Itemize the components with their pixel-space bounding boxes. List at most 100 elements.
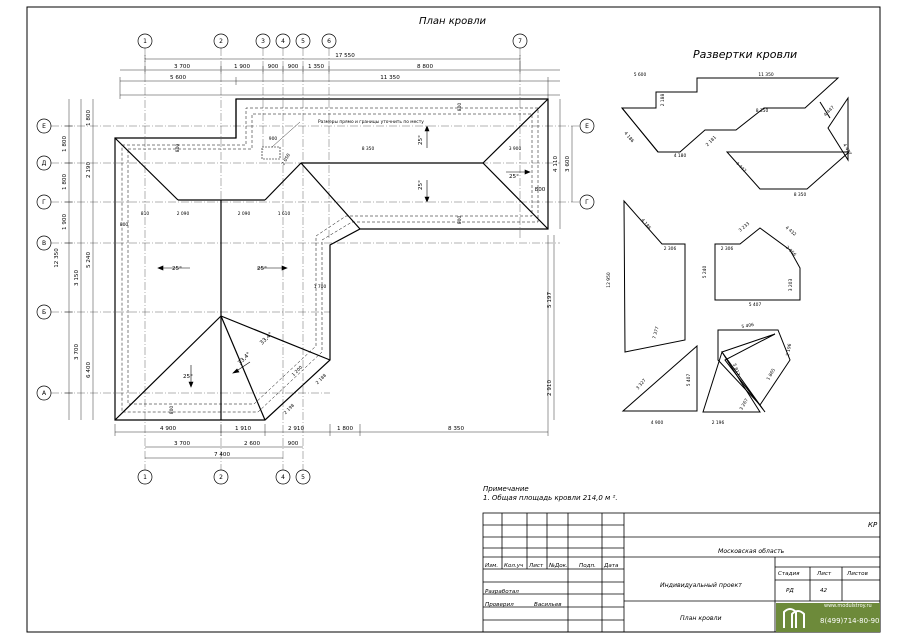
dim-inner-810: 810 bbox=[141, 211, 150, 217]
dimension-lines-top bbox=[119, 55, 560, 99]
dim-right-5197: 5 197 bbox=[547, 292, 553, 308]
axis-6-top: 6 bbox=[327, 38, 331, 45]
dim-bot-3700: 3 700 bbox=[174, 441, 190, 447]
slope-label-1: 25° bbox=[172, 266, 182, 272]
tb-sheet: 42 bbox=[820, 588, 828, 594]
axis-V-left: В bbox=[42, 240, 46, 247]
dim-3700-top: 3 700 bbox=[174, 64, 190, 70]
dim-inner-800e: 800 bbox=[169, 406, 175, 415]
tb-role-dev: Разработал bbox=[485, 589, 519, 595]
dim-bot-7400: 7 400 bbox=[214, 452, 230, 458]
axis-E-right: Е bbox=[585, 123, 589, 130]
development-piece-2 bbox=[621, 107, 659, 153]
dim-inner-2090b: 2 090 bbox=[238, 211, 251, 217]
logo-site: www.modulstroy.ru bbox=[824, 603, 872, 609]
dev-c4432: 4 432 bbox=[784, 225, 798, 238]
dim-inner-1200: 1 200 bbox=[291, 365, 304, 378]
dim-5600-top: 5 600 bbox=[170, 75, 186, 81]
slope-labels: 25° 25° 25° 25° 25° 25° 33,4° 33,4° bbox=[172, 135, 519, 380]
axis-bubbles-right bbox=[579, 118, 595, 210]
tb-role-check: Проверил bbox=[485, 602, 514, 608]
slope-label-3: 25° bbox=[183, 374, 193, 380]
dim-left-1800a: 1 800 bbox=[62, 136, 68, 152]
dim-left-12350: 12 350 bbox=[54, 248, 60, 268]
dev-b12950: 12 950 bbox=[606, 272, 612, 288]
dim-11350-top: 11 350 bbox=[380, 75, 400, 81]
dev-c5240: 5 240 bbox=[702, 266, 708, 279]
axis-G-left: Г bbox=[42, 199, 46, 206]
dimension-text-left: 1 800 1 800 1 900 3 150 3 700 12 350 1 8… bbox=[54, 110, 92, 378]
dev-c2056: 2 056 bbox=[784, 245, 797, 258]
dim-bot-2910: 2 910 bbox=[288, 426, 304, 432]
tb-stage: РД bbox=[786, 588, 794, 594]
dim-inner-800b: 800 bbox=[457, 103, 463, 112]
dim-overall-top: 17 550 bbox=[335, 53, 355, 59]
tb-code: КР bbox=[868, 521, 878, 529]
dim-left-1800c: 1 800 bbox=[86, 110, 92, 126]
dim-right-2910: 2 910 bbox=[547, 380, 553, 396]
dev-a11350: 11 350 bbox=[758, 72, 774, 78]
dev-d3267: 3 267 bbox=[738, 397, 750, 411]
dimension-lines-left bbox=[65, 99, 94, 420]
dim-inner-800c: 800 bbox=[457, 216, 463, 225]
axis-2-bottom: 2 bbox=[219, 474, 223, 481]
dim-inner-1700: 1 700 bbox=[314, 284, 327, 290]
dim-right-3600: 3 600 bbox=[565, 156, 571, 172]
development-piece-11 bbox=[702, 350, 761, 413]
development-piece-1 bbox=[620, 77, 840, 153]
tb-sheets-label: Листов bbox=[846, 571, 868, 577]
dev-e5407: 5 407 bbox=[686, 374, 692, 387]
development-title: Развертки кровли bbox=[693, 48, 797, 61]
dimension-text-right: 4 110 3 600 800 5 197 2 910 bbox=[535, 156, 571, 396]
callout-text: Размеры прямо и границы уточнить по мест… bbox=[318, 119, 424, 125]
axis-bubbles-top bbox=[137, 33, 528, 49]
dev-c3203: 3 203 bbox=[788, 279, 794, 292]
tb-checker: Васильев bbox=[534, 602, 562, 608]
axis-7-top: 7 bbox=[518, 38, 522, 45]
dev-a4417: 4 417 bbox=[841, 143, 853, 157]
dim-inner-800a: 800 bbox=[175, 144, 181, 153]
tb-col-kol: Кол.уч bbox=[504, 563, 524, 569]
callout-leader bbox=[271, 121, 301, 148]
axis-5-top: 5 bbox=[301, 38, 305, 45]
dev-c2306: 2 306 bbox=[721, 246, 734, 252]
tb-col-izm: Изм. bbox=[485, 563, 498, 569]
slope-arrows bbox=[157, 125, 531, 388]
development-dims: 5 600 11 350 2 188 4 186 4 180 2 181 8 3… bbox=[606, 72, 853, 426]
dimension-text-top: 17 550 3 700 1 900 900 900 1 350 8 800 5… bbox=[170, 53, 433, 81]
dim-1350-top: 1 350 bbox=[308, 64, 324, 70]
vent-box bbox=[261, 146, 281, 160]
dim-left-1800b: 1 800 bbox=[62, 174, 68, 190]
dim-inner-3900: 3 900 bbox=[509, 146, 522, 152]
roof-ridges-hips bbox=[114, 98, 549, 421]
dim-inner-800d: 800 bbox=[120, 222, 129, 228]
dev-d5406: 5 406 bbox=[741, 322, 755, 330]
tb-col-doc: №Док. bbox=[548, 563, 568, 569]
axis-1-bottom: 1 bbox=[143, 474, 147, 481]
dev-a4447: 4 447 bbox=[823, 105, 836, 118]
dev-d2196: 2 196 bbox=[785, 343, 793, 357]
dim-900b-top: 900 bbox=[288, 64, 299, 70]
plan-title: План кровли bbox=[419, 16, 487, 27]
dev-d1865: 1 865 bbox=[765, 367, 777, 381]
axis-labels-bottom: 1 2 4 5 bbox=[143, 474, 305, 481]
dim-inner-2198: 2 198 bbox=[283, 403, 296, 416]
sheet-frame bbox=[26, 6, 881, 633]
dim-bot-4900: 4 900 bbox=[160, 426, 176, 432]
dim-bot-1910: 1 910 bbox=[235, 426, 251, 432]
dev-a2181: 2 181 bbox=[705, 135, 718, 148]
axis-G-right: Г bbox=[585, 199, 589, 206]
dev-a2188: 2 188 bbox=[660, 94, 666, 107]
dev-d5817: 5 817 bbox=[731, 363, 741, 377]
title-block-lines bbox=[482, 512, 881, 633]
axis-3-top: 3 bbox=[261, 38, 265, 45]
dim-inner-2090a: 2 090 bbox=[177, 211, 190, 217]
dim-inner-2188: 2 188 bbox=[315, 373, 328, 386]
dev-a8350: 8 350 bbox=[756, 108, 769, 114]
dev-e3327: 3 327 bbox=[635, 377, 648, 391]
tb-region: Московская область bbox=[718, 547, 785, 555]
dimension-text-bottom: 4 900 1 910 2 910 1 800 8 350 3 700 2 60… bbox=[160, 426, 464, 458]
dev-a4186: 4 186 bbox=[622, 131, 635, 145]
axis-lines bbox=[51, 48, 580, 470]
dim-left-3150: 3 150 bbox=[74, 270, 80, 286]
